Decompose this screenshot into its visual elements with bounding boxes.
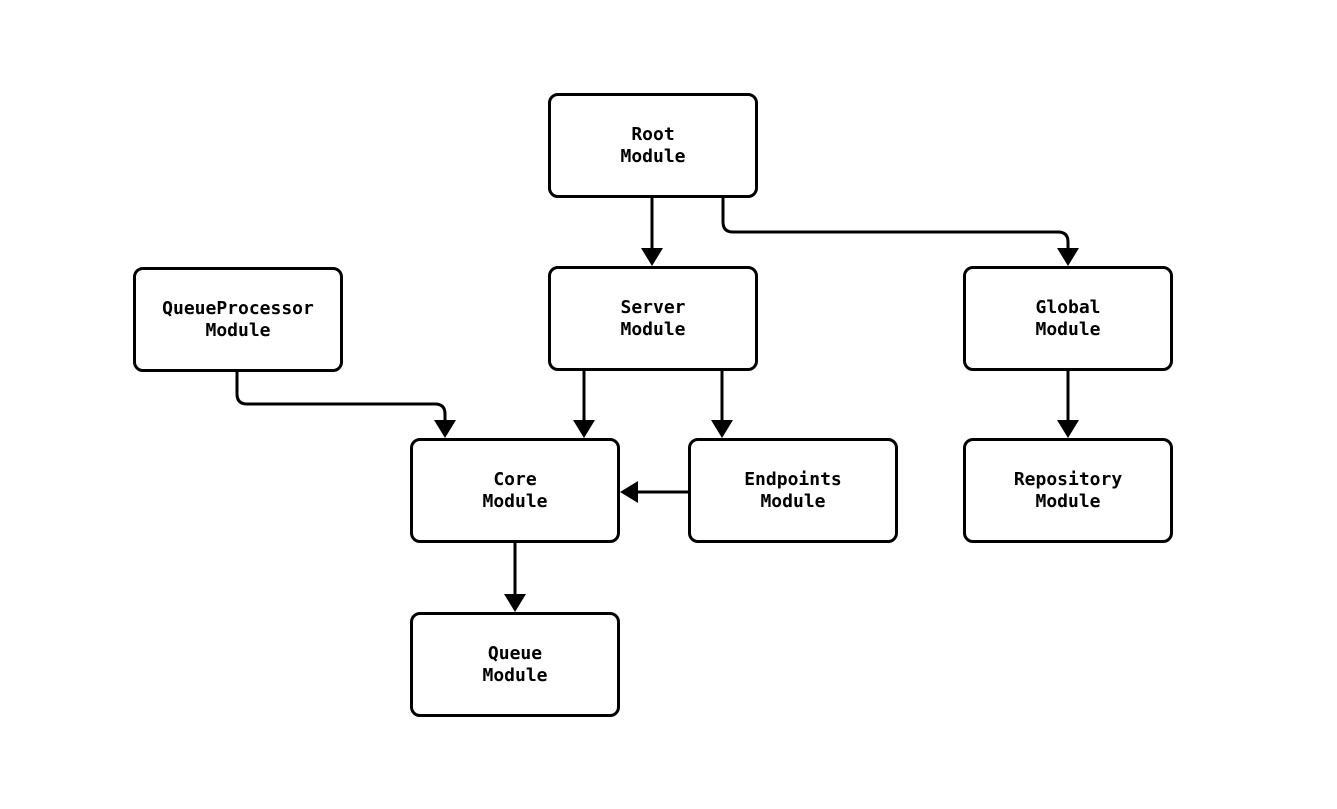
node-label-queue: Queue Module	[482, 642, 548, 686]
node-label-endpoints: Endpoints Module	[744, 468, 842, 512]
node-label-root: Root Module	[620, 123, 686, 167]
arrowhead-server-to-endpoints	[711, 420, 733, 438]
arrowhead-endpoints-to-core	[620, 481, 638, 503]
node-label-core: Core Module	[482, 468, 548, 512]
node-global-module: Global Module	[963, 266, 1173, 371]
arrowhead-queueprocessor-to-core	[434, 420, 456, 438]
arrowhead-root-to-server	[641, 248, 663, 266]
node-repository-module: Repository Module	[963, 438, 1173, 543]
node-server-module: Server Module	[548, 266, 758, 371]
node-root-module: Root Module	[548, 93, 758, 198]
edge-root-to-global	[721, 197, 1079, 266]
edge-server-to-endpoints	[711, 370, 733, 438]
node-core-module: Core Module	[410, 438, 620, 543]
edge-queueprocessor-to-core	[235, 371, 456, 438]
node-queue-module: Queue Module	[410, 612, 620, 717]
node-endpoints-module: Endpoints Module	[688, 438, 898, 543]
node-label-global: Global Module	[1035, 296, 1101, 340]
node-label-queueprocessor: QueueProcessor Module	[162, 297, 314, 341]
edge-root-to-server	[641, 197, 663, 266]
edge-endpoints-to-core	[620, 481, 689, 503]
node-queueprocessor-module: QueueProcessor Module	[133, 267, 343, 372]
arrowhead-global-to-repository	[1057, 420, 1079, 438]
arrowhead-core-to-queue	[504, 594, 526, 612]
edge-global-to-repository	[1057, 370, 1079, 438]
arrowhead-root-to-global	[1057, 248, 1079, 266]
edge-server-to-core	[573, 370, 595, 438]
node-label-server: Server Module	[620, 296, 686, 340]
edge-core-to-queue	[504, 542, 526, 612]
arrowhead-server-to-core	[573, 420, 595, 438]
node-label-repository: Repository Module	[1013, 468, 1123, 512]
